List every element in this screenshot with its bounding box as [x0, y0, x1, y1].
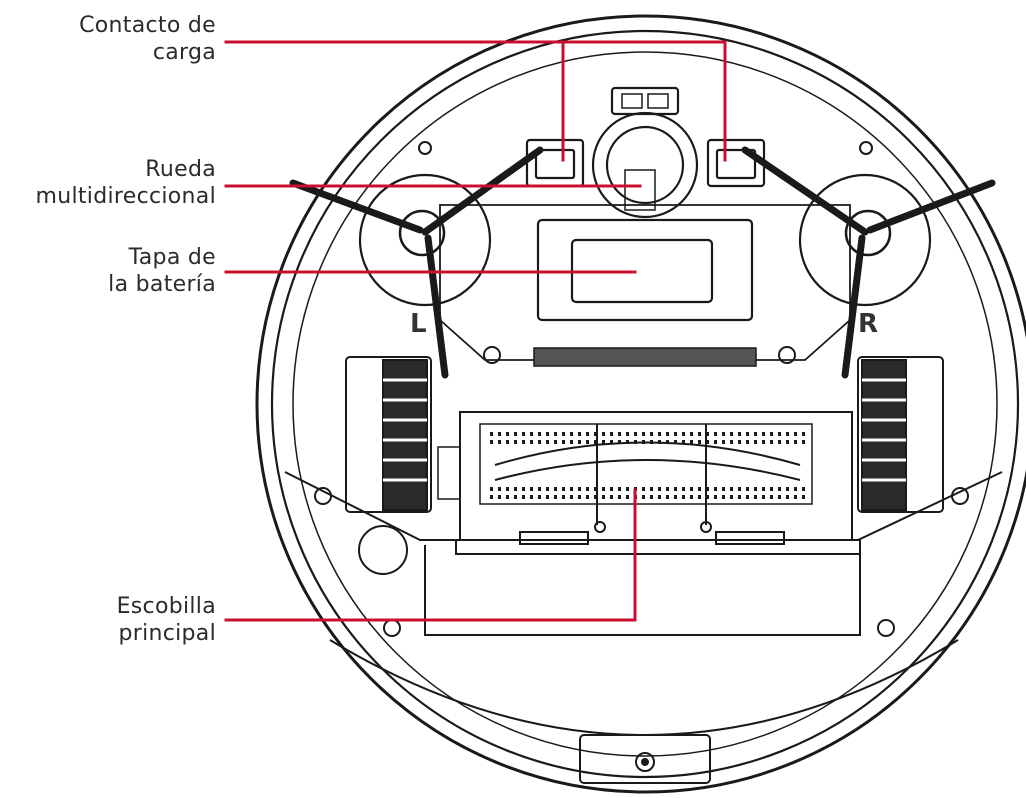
- right-brush-bristle: [741, 146, 869, 236]
- central-housing: [439, 204, 851, 361]
- cliff-sensor: [358, 525, 408, 575]
- left-brush-bristle: [289, 179, 424, 234]
- inner-rim: [270, 29, 1020, 779]
- screw: [778, 346, 796, 364]
- rear-plate: [424, 545, 861, 636]
- left-side-mark: L: [410, 309, 427, 339]
- label-line: Rueda: [145, 157, 216, 182]
- leader-line-main-brush: [224, 488, 637, 622]
- screw: [483, 346, 501, 364]
- screw: [700, 521, 712, 533]
- main-brush-frame: [455, 539, 861, 555]
- label-line: la batería: [108, 272, 216, 297]
- label-line: carga: [152, 40, 216, 65]
- vent-grille: [533, 347, 757, 367]
- outer-rim: [255, 14, 1026, 794]
- label-battery-cover: Tapa de la batería: [108, 244, 216, 298]
- right-drive-wheel: [857, 356, 944, 513]
- screw: [314, 487, 332, 505]
- main-brush-housing: [459, 411, 853, 541]
- swivel-wheel: [591, 111, 699, 219]
- right-brush-bristle: [866, 179, 996, 234]
- left-brush-bristle: [421, 146, 544, 236]
- battery-cover: [536, 218, 754, 322]
- label-line: Escobilla: [116, 594, 216, 619]
- label-line: principal: [118, 621, 216, 646]
- left-side-brush-hub: [398, 209, 446, 257]
- label-line: Contacto de: [79, 13, 216, 38]
- right-side-mark: R: [858, 309, 878, 339]
- right-side-brush-hub: [844, 209, 892, 257]
- main-brush-blade: [494, 441, 801, 466]
- label-charge-contact: Contacto de carga: [79, 12, 216, 66]
- label-line: multidireccional: [35, 184, 216, 209]
- rear-arc: [329, 639, 959, 736]
- right-brush-bristle: [841, 234, 866, 379]
- label-line: Tapa de: [128, 245, 216, 270]
- label-swivel-wheel: Rueda multidireccional: [36, 156, 217, 210]
- rear-tab: [579, 734, 711, 784]
- left-brush-bristle: [424, 234, 449, 379]
- left-side-brush-base: [358, 173, 492, 307]
- right-side-brush-base: [798, 173, 932, 307]
- screw: [859, 141, 873, 155]
- screw: [383, 619, 401, 637]
- screw: [951, 487, 969, 505]
- screw: [418, 141, 432, 155]
- screw: [594, 521, 606, 533]
- leader-line-charge-contact: [224, 40, 727, 162]
- bumper-inner-arc: [292, 51, 998, 757]
- left-drive-wheel: [345, 356, 432, 513]
- screw: [877, 619, 895, 637]
- label-main-brush: Escobilla principal: [117, 593, 216, 647]
